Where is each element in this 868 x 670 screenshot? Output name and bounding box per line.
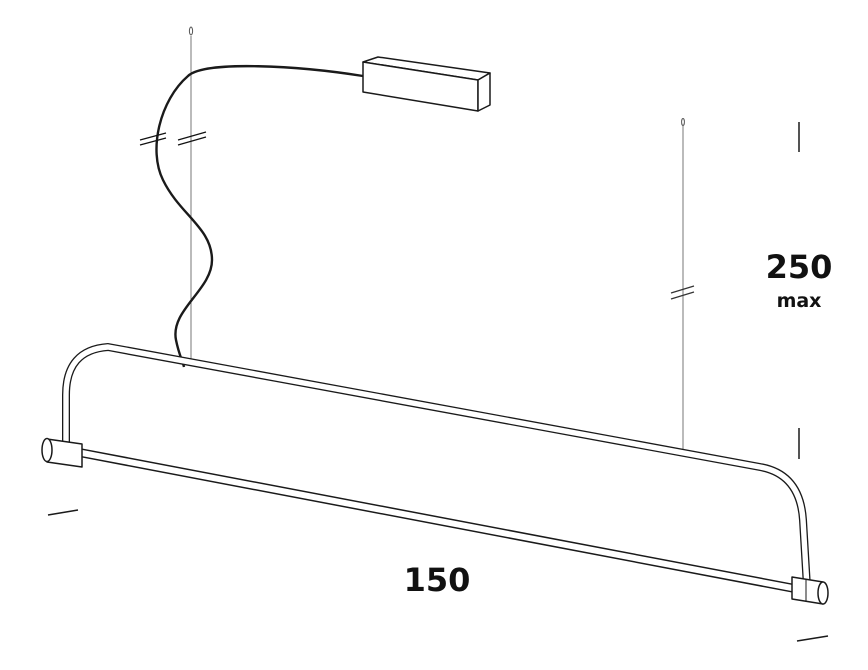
suspension-wire-left: [188, 26, 194, 366]
ceiling-canopy: [362, 56, 491, 112]
left-end-cap: [41, 437, 83, 468]
height-value-label: 250: [766, 248, 833, 286]
lamp-lower-tube: [77, 448, 797, 593]
lamp-upper-arm: [62, 343, 811, 591]
power-cable: [139, 64, 364, 368]
length-value-label: 150: [404, 561, 471, 599]
right-end-cap: [791, 576, 829, 605]
height-qualifier-label: max: [777, 290, 822, 312]
suspension-wire-right: [670, 118, 695, 455]
length-dimension-marks: [47, 509, 829, 642]
